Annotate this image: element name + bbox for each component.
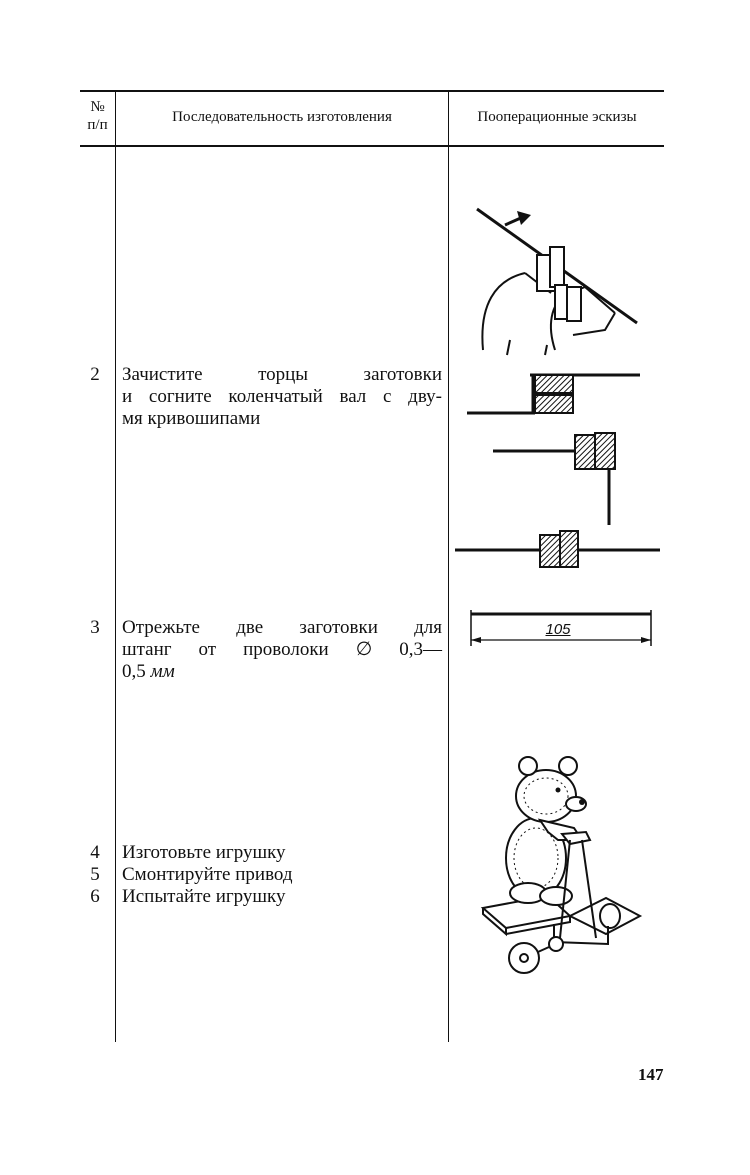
row-text: Изготовьте игрушку Смонтируйте привод Ис… [122, 842, 442, 908]
row-number: 4 [90, 842, 100, 863]
row-text-line: мя кривошипами [122, 408, 261, 429]
header-sketches: Пооперационные эскизы [477, 109, 637, 125]
bending-tool-sketch [476, 207, 638, 356]
row-number: 2 [90, 364, 100, 385]
row-number: 5 [90, 864, 100, 885]
row-text: Отрежьте две заготовки для штанг от пров… [122, 617, 442, 683]
header-bottom-rule [80, 145, 664, 147]
row-text-line: 0,5 мм [122, 661, 442, 683]
row-text-line: и согните коленчатый вал с дву- [122, 386, 442, 407]
row-text: Зачистите торцы заготовки и согните коле… [122, 364, 442, 430]
row-text-line: Зачистите торцы заготовки [122, 364, 442, 385]
unit-mm: мм [150, 661, 175, 682]
rod-dimension-sketch [470, 610, 652, 646]
row-text-line: Отрежьте две заготовки для [122, 617, 442, 638]
row-text-line: Смонтируйте привод [122, 864, 293, 885]
row-number: 6 [90, 886, 100, 907]
row-text-line: штанг от проволоки ∅ 0,3— [122, 639, 442, 660]
column-divider-1 [115, 92, 116, 1042]
row-text-line: Изготовьте игрушку [122, 842, 286, 863]
header-number-line1: № [90, 99, 105, 115]
page-number: 147 [638, 1065, 664, 1084]
row-number: 3 [90, 617, 100, 638]
wire-diameter-value: 0,5 [122, 661, 146, 682]
header-sequence: Последовательность изготовления [172, 109, 392, 125]
dimension-label: 105 [545, 621, 571, 638]
header-number: № п/п [80, 98, 115, 134]
crankshaft-sketch [455, 373, 660, 568]
row-text-line: Испытайте игрушку [122, 886, 286, 907]
table-top-rule [80, 90, 664, 92]
bear-toy-sketch [480, 756, 643, 974]
header-number-line2: п/п [87, 117, 108, 133]
column-divider-2 [448, 92, 449, 1042]
